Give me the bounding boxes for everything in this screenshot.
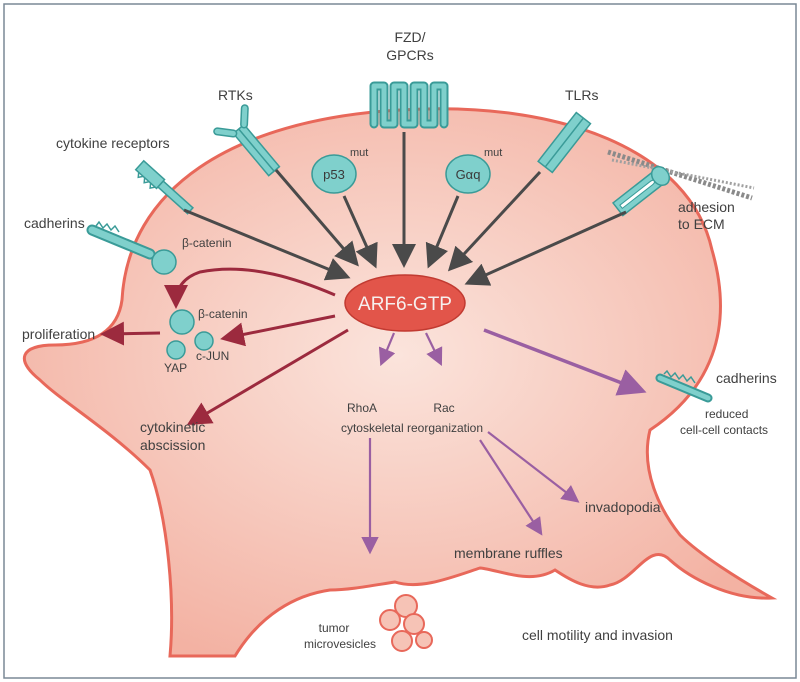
- nuclear-complex: [166, 309, 214, 360]
- cadherin-receptor-icon: [86, 220, 177, 275]
- purple-arrows: [361, 332, 580, 555]
- cadherins-in-label: cadherins: [24, 215, 85, 231]
- rtk-receptor-icon: [213, 104, 281, 177]
- cytokinetic-label-line2: abscission: [140, 437, 205, 453]
- cadherin-reduced-icon: [655, 369, 713, 403]
- cjun-label: c-JUN: [196, 349, 229, 363]
- yap-label: YAP: [164, 361, 187, 375]
- cell-motility-label: cell motility and invasion: [522, 627, 673, 643]
- beta-catenin-label-1: β-catenin: [182, 236, 232, 250]
- integrin-receptor-icon: [611, 165, 671, 217]
- cadherin-arrow: [483, 328, 647, 396]
- arf6-gtp-label: ARF6-GTP: [358, 294, 452, 315]
- cytoskeletal-label: cytoskeletal reorganization: [341, 421, 483, 435]
- microvesicles-label-line2: microvesicles: [304, 637, 376, 651]
- p53-label: p53: [323, 167, 345, 182]
- cell-body: [22, 107, 778, 658]
- gaq-label: Gαq: [456, 167, 481, 182]
- arf6-gtp-hub: [344, 274, 466, 332]
- invadopodia-label: invadopodia: [585, 499, 661, 515]
- gaq-mut-node: [445, 154, 491, 194]
- adhesion-label-line2: to ECM: [678, 216, 725, 232]
- reduced-label-line2: cell-cell contacts: [680, 423, 768, 437]
- reduced-label-line1: reduced: [705, 407, 748, 421]
- tumor-microvesicles: [379, 594, 433, 652]
- tlrs-label: TLRs: [565, 87, 598, 103]
- ecm-fiber: [607, 149, 755, 201]
- adhesion-label-line1: adhesion: [678, 199, 735, 215]
- red-arrows: [100, 267, 349, 426]
- cytokinetic-label-line1: cytokinetic: [140, 419, 205, 435]
- rtks-label: RTKs: [218, 87, 253, 103]
- gaq-sup: mut: [484, 147, 502, 159]
- input-arrows: [183, 132, 627, 286]
- cytokine-receptors-label: cytokine receptors: [56, 135, 170, 151]
- membrane-ruffles-label: membrane ruffles: [454, 545, 563, 561]
- fzd-label-line1: FZD/: [394, 29, 425, 45]
- rac-label: Rac: [433, 401, 454, 415]
- cytokine-receptor-icon: [134, 159, 195, 215]
- proliferation-label: proliferation: [22, 326, 95, 342]
- p53-mut-node: [311, 154, 357, 194]
- microvesicles-label-line1: tumor: [319, 621, 350, 635]
- fzd-label-line2: GPCRs: [386, 47, 433, 63]
- beta-catenin-label-2: β-catenin: [198, 307, 248, 321]
- cadherins-out-label: cadherins: [716, 370, 777, 386]
- tlr-receptor-icon: [537, 111, 592, 174]
- p53-sup: mut: [350, 147, 368, 159]
- rhoa-label: RhoA: [347, 401, 377, 415]
